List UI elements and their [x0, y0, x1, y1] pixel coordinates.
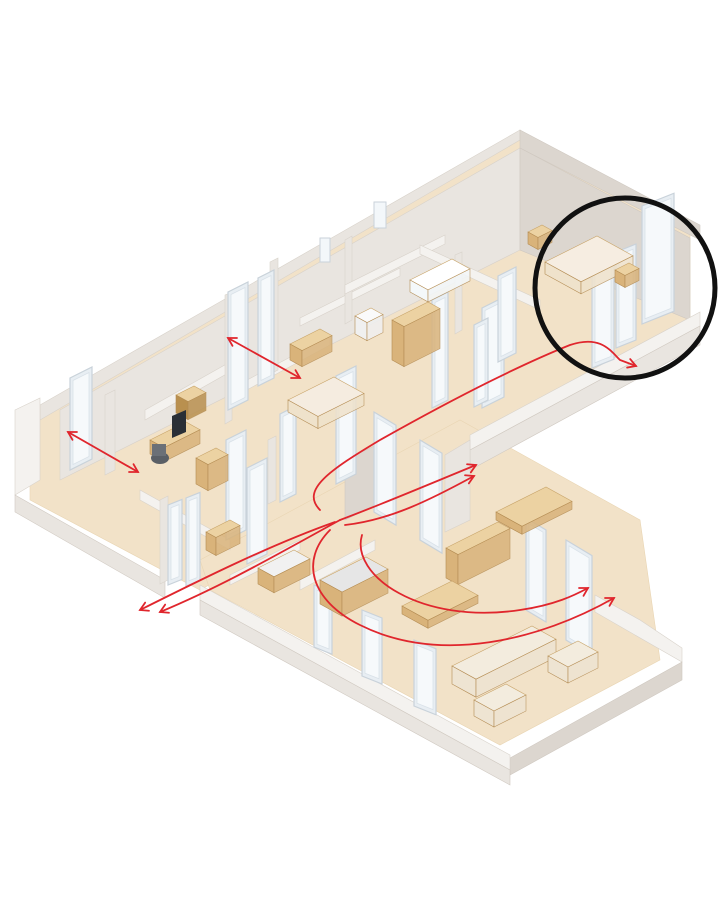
drawer-cabinet [195, 447, 229, 492]
nightstand [527, 224, 553, 251]
airflow-arrows [66, 337, 638, 647]
door-glass-7 [500, 271, 514, 358]
monitor [172, 410, 186, 438]
bedroom-1-airflow [226, 337, 302, 379]
dining-airflow-2 [344, 474, 476, 526]
doors [69, 192, 675, 716]
door-glass-9 [188, 497, 198, 582]
hall-supply-left-1 [138, 521, 336, 612]
door-glass-12 [282, 410, 294, 498]
windows [319, 201, 387, 263]
dining-table-2 [401, 580, 479, 629]
door-glass-13 [376, 417, 394, 521]
partition-7 [344, 235, 353, 325]
partition-16 [299, 539, 376, 591]
dresser [289, 328, 333, 368]
side-table [614, 262, 640, 289]
door-glass-14 [422, 445, 440, 549]
bathtub [409, 258, 471, 303]
partition-1 [104, 389, 116, 476]
bedroom-2-outflow [313, 340, 638, 511]
door-glass-23 [476, 322, 486, 403]
sink-counter [257, 549, 311, 594]
door-glass-10 [228, 434, 244, 536]
office-airflow [66, 431, 140, 473]
door-glass-3 [260, 274, 272, 382]
lower-right-wall-top [594, 594, 683, 663]
dining-airflow-1 [339, 463, 478, 521]
washing-machine [354, 307, 384, 342]
door-glass-15 [528, 523, 544, 617]
door-glass-16 [568, 545, 590, 651]
left-end-wall [14, 397, 41, 496]
door-glass-18 [364, 614, 380, 680]
partition-12 [159, 495, 169, 585]
highlight-circle [532, 195, 718, 381]
door-glass-1 [72, 371, 90, 466]
sideboard [445, 521, 511, 586]
dining-table-1 [495, 486, 573, 535]
living-airflow-1 [359, 534, 590, 614]
door-glass-19 [416, 644, 434, 711]
door-glass-2 [230, 286, 246, 406]
shoe-cabinet [205, 519, 241, 557]
sofa [451, 625, 557, 698]
shelving-unit [391, 301, 441, 368]
furniture [149, 224, 640, 728]
hall-supply-left-2 [158, 519, 341, 614]
window-1 [373, 201, 387, 229]
armchair-2 [473, 683, 527, 728]
lower-back-wall [444, 439, 471, 533]
double-bed [544, 235, 634, 295]
cooktop-counter [319, 556, 389, 617]
bed [287, 376, 365, 430]
office-chair [151, 444, 169, 464]
door-glass-11 [249, 462, 265, 560]
lower-front-wall-face [199, 599, 511, 786]
window-2 [319, 237, 331, 263]
living-airflow-2 [312, 529, 616, 647]
door-glass-8 [170, 504, 180, 581]
door-glass-22 [644, 197, 672, 320]
partition-13 [267, 435, 277, 505]
armchair-1 [547, 640, 599, 684]
